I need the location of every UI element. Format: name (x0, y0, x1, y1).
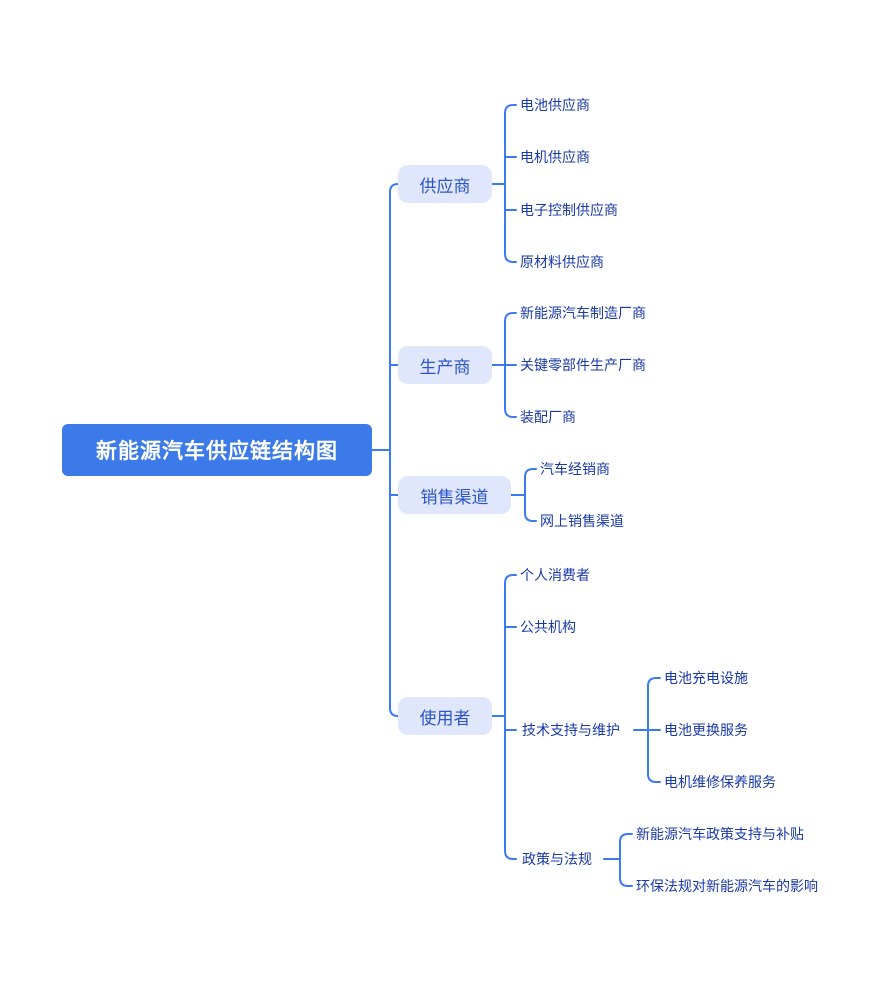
node-manufacturers[interactable]: 生产商 (398, 346, 492, 384)
node-motor-maintenance-service[interactable]: 电机维修保养服务 (664, 774, 776, 790)
node-battery-swap-service[interactable]: 电池更换服务 (664, 722, 748, 738)
node-policies-regulations[interactable]: 政策与法规 (522, 851, 592, 867)
node-tech-support[interactable]: 技术支持与维护 (522, 722, 620, 738)
node-online-sales[interactable]: 网上销售渠道 (540, 513, 624, 529)
node-battery-charging-facilities[interactable]: 电池充电设施 (664, 670, 748, 686)
edge-policies-bracket (619, 833, 633, 887)
node-root[interactable]: 新能源汽车供应链结构图 (62, 424, 372, 476)
node-individual-consumers[interactable]: 个人消费者 (520, 567, 590, 583)
edge-trunk (389, 183, 399, 717)
node-environmental-regulations-impact[interactable]: 环保法规对新能源汽车的影响 (636, 878, 818, 894)
node-key-parts-manufacturer[interactable]: 关键零部件生产厂商 (520, 357, 646, 373)
edge-users-bracket (504, 574, 517, 860)
node-policy-support-subsidy[interactable]: 新能源汽车政策支持与补贴 (636, 826, 804, 842)
edge-suppliers-bracket (504, 104, 517, 263)
node-assembly-plant[interactable]: 装配厂商 (520, 409, 576, 425)
node-suppliers[interactable]: 供应商 (398, 165, 492, 203)
node-nev-manufacturer[interactable]: 新能源汽车制造厂商 (520, 305, 646, 321)
node-electronic-control-supplier[interactable]: 电子控制供应商 (520, 202, 618, 218)
edge-techsupport-bracket (647, 677, 661, 783)
node-users[interactable]: 使用者 (398, 697, 492, 735)
edge-sales-bracket (524, 468, 537, 522)
node-sales-channels[interactable]: 销售渠道 (398, 476, 511, 514)
edge-manufacturers-bracket (504, 312, 517, 418)
node-motor-supplier[interactable]: 电机供应商 (520, 149, 590, 165)
node-raw-material-supplier[interactable]: 原材料供应商 (520, 254, 604, 270)
node-car-dealers[interactable]: 汽车经销商 (540, 461, 610, 477)
node-battery-supplier[interactable]: 电池供应商 (520, 97, 590, 113)
node-public-institutions[interactable]: 公共机构 (520, 619, 576, 635)
